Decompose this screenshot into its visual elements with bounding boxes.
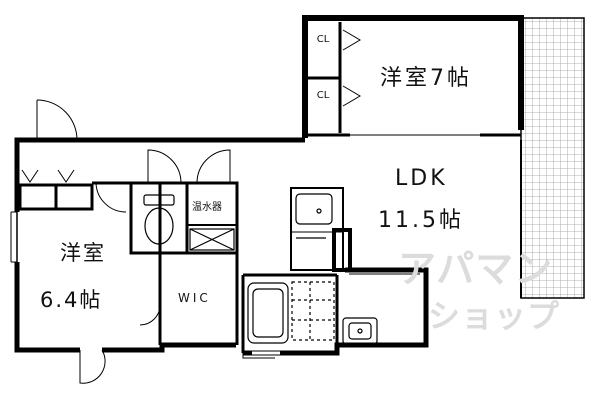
ldk-name: LDK <box>395 166 448 191</box>
interior-walls <box>18 22 521 353</box>
water-heater-label: 温水器 <box>192 202 222 213</box>
ldk-size: 11.5帖 <box>378 208 464 233</box>
wic-label: WIC <box>178 291 211 305</box>
western-room-7-label: 洋室7帖 <box>380 68 472 90</box>
watermark-line1: アパマン <box>398 247 554 291</box>
closet-upper-label: CL <box>316 34 330 45</box>
western-room-7-name: 洋室 <box>380 66 431 91</box>
closet-doors <box>21 29 361 183</box>
door-swings <box>36 99 275 384</box>
windows <box>10 211 420 356</box>
watermark-line2: ショップ <box>428 297 561 335</box>
western-room-64-size: 6.4帖 <box>40 288 103 312</box>
western-room-64-name: 洋室 <box>60 241 106 265</box>
balcony <box>520 17 585 299</box>
western-room-7-size: 7帖 <box>430 66 473 91</box>
fixtures <box>143 193 378 345</box>
closet-lower-label: CL <box>316 90 330 101</box>
